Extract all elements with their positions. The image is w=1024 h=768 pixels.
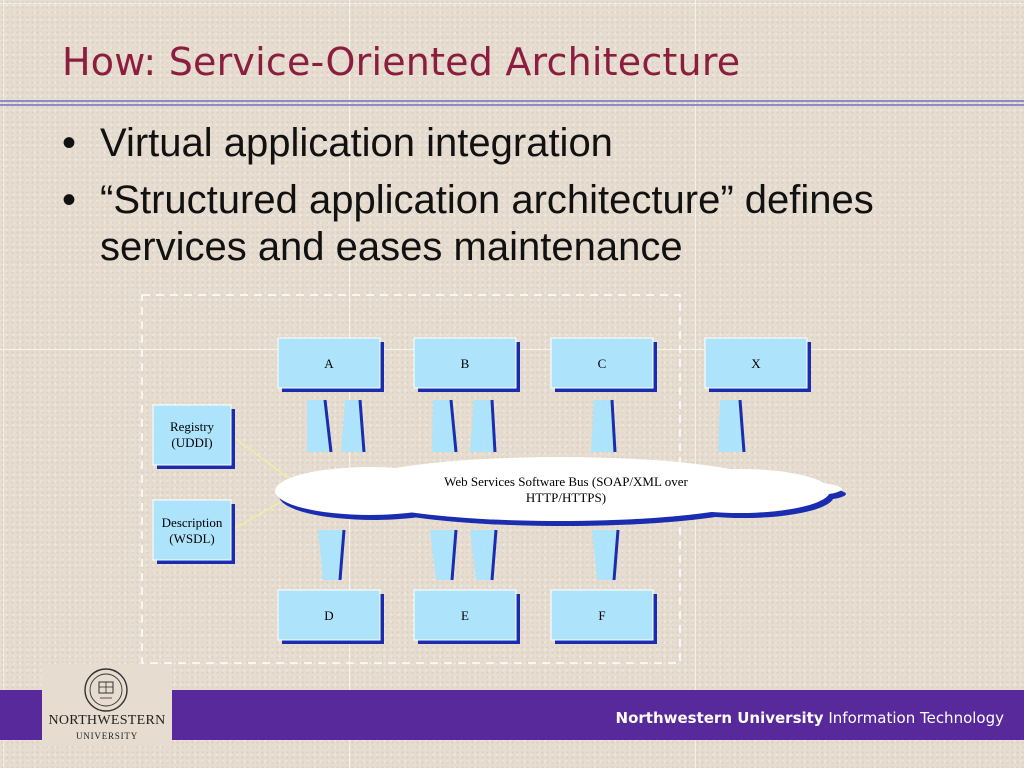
description-sublabel: (WSDL) [169, 531, 215, 546]
service-label-a: A [324, 356, 334, 371]
registry-label: Registry [170, 419, 215, 434]
registry-connector [231, 435, 299, 486]
footer-org: Northwestern University Information Tech… [616, 709, 1004, 727]
pipe-b1 [432, 399, 458, 453]
pipe-e1 [430, 529, 458, 581]
bullet-icon: • [62, 177, 77, 222]
bullet-list: • Virtual application integration • “Str… [62, 120, 1002, 280]
pipe-a1 [307, 399, 333, 453]
software-bus-cloud: Web Services Software Bus (SOAP/XML over… [275, 457, 846, 526]
bottom-pipes [318, 529, 620, 581]
university-seal-icon [84, 668, 128, 712]
bullet-item: • Virtual application integration [62, 120, 1002, 167]
service-label-c: C [598, 356, 607, 371]
pipe-b2 [470, 399, 497, 453]
service-label-e: E [461, 608, 469, 623]
service-box-f: F [550, 589, 657, 644]
footer-org-name: Northwestern University [615, 709, 824, 727]
bullet-text: “Structured application architecture” de… [100, 177, 874, 269]
bus-sublabel: HTTP/HTTPS) [526, 490, 606, 505]
service-box-a: A [277, 337, 384, 392]
pipe-a2 [341, 399, 366, 453]
logo-subtitle: UNIVERSITY [76, 731, 138, 741]
pipe-d [318, 529, 346, 581]
service-label-b: B [461, 356, 470, 371]
service-label-d: D [324, 608, 333, 623]
registry-sublabel: (UDDI) [171, 435, 212, 450]
service-label-f: F [598, 608, 605, 623]
footer-logo-panel [42, 664, 172, 744]
description-label: Description [162, 515, 223, 530]
pipe-x [718, 399, 746, 453]
top-pipes [307, 399, 746, 453]
service-box-c: C [550, 337, 657, 392]
bullet-text: Virtual application integration [100, 121, 613, 165]
pipe-f [592, 529, 620, 581]
bus-label: Web Services Software Bus (SOAP/XML over [444, 474, 688, 489]
pipe-c [591, 399, 617, 453]
logo-wordmark: NORTHWESTERN [48, 713, 166, 728]
pipe-e2 [470, 529, 498, 581]
bullet-item: • “Structured application architecture” … [62, 177, 1002, 271]
service-box-x: X [704, 337, 811, 392]
service-box-d: D [277, 589, 384, 644]
service-box-e: E [413, 589, 520, 644]
service-label-x: X [751, 356, 761, 371]
description-box: Description (WSDL) [152, 499, 235, 564]
registry-box: Registry (UDDI) [152, 404, 235, 469]
bullet-icon: • [62, 121, 77, 165]
title-divider [0, 100, 1024, 106]
footer-org-unit: Information Technology [828, 709, 1004, 727]
service-box-b: B [413, 337, 520, 392]
slide-title: How: Service-Oriented Architecture [62, 40, 741, 84]
